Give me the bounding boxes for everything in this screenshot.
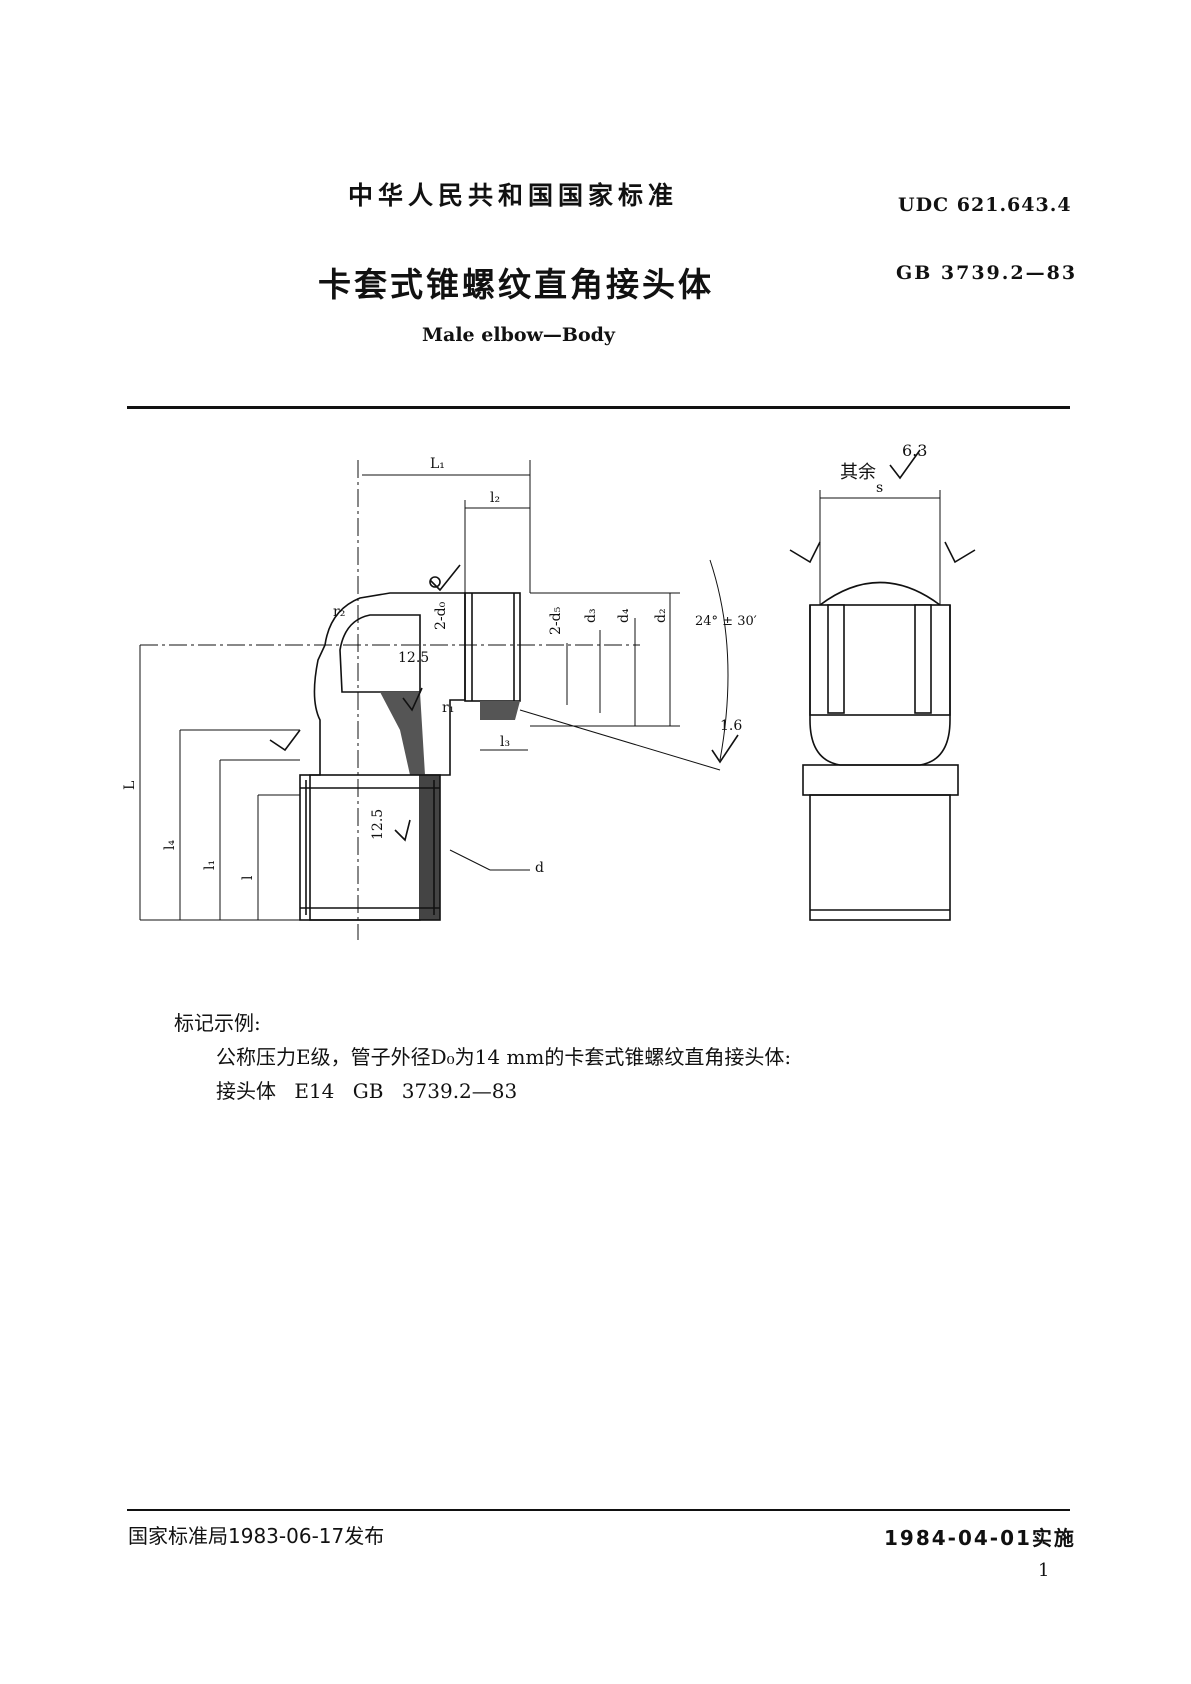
dim-d2: d₂ bbox=[653, 608, 669, 623]
issued-date: 国家标准局1983-06-17发布 bbox=[128, 1524, 385, 1548]
marking-example-code: 接头体 E14 GB 3739.2—83 bbox=[216, 1079, 518, 1103]
dim-d5: 2-d₅ bbox=[548, 606, 564, 635]
udc-code: UDC 621.643.4 bbox=[898, 194, 1072, 216]
document-title: 卡套式锥螺纹直角接头体 bbox=[318, 265, 714, 304]
dim-l: l bbox=[240, 875, 256, 880]
technical-drawing: L₁ l₂ l₃ r₂ r₁ 2-d₀ 2-d₅ d₃ d₄ d₂ 24° ± … bbox=[122, 441, 976, 940]
roughness-1-6: 1.6 bbox=[720, 718, 742, 734]
roughness-rest-value: 6.3 bbox=[902, 441, 927, 460]
dim-d4: d₄ bbox=[616, 608, 632, 623]
roughness-rest-label: 其余 bbox=[840, 462, 876, 483]
header-rule bbox=[127, 406, 1070, 409]
dim-L1: L₁ bbox=[430, 456, 445, 472]
marking-example-description: 公称压力E级，管子外径D₀为14 mm的卡套式锥螺纹直角接头体: bbox=[216, 1045, 792, 1069]
dim-s: s bbox=[876, 480, 883, 496]
document-subtitle-en: Male elbow—Body bbox=[422, 324, 615, 346]
dim-d3: d₃ bbox=[583, 608, 599, 623]
dim-d0: 2-d₀ bbox=[433, 601, 449, 630]
dim-r2: r₂ bbox=[333, 604, 345, 620]
dim-l1: l₁ bbox=[202, 860, 218, 870]
dim-angle: 24° ± 30′ bbox=[695, 614, 757, 629]
gb-standard-code: GB 3739.2—83 bbox=[896, 262, 1078, 284]
roughness-12-5-a: 12.5 bbox=[398, 650, 429, 666]
dim-l3: l₃ bbox=[500, 734, 510, 750]
country-standard-heading: 中华人民共和国国家标准 bbox=[348, 181, 679, 210]
roughness-12-5-b: 12.5 bbox=[370, 809, 386, 840]
page-number: 1 bbox=[1038, 1560, 1050, 1581]
marking-example-label: 标记示例: bbox=[174, 1011, 261, 1035]
dim-l2: l₂ bbox=[490, 490, 500, 506]
footer-rule bbox=[127, 1509, 1070, 1511]
dim-l4: l₄ bbox=[162, 840, 178, 850]
dim-L: L bbox=[122, 781, 138, 790]
dim-r1: r₁ bbox=[442, 700, 454, 716]
effective-date: 1984-04-01实施 bbox=[884, 1526, 1076, 1550]
dim-d: d bbox=[535, 860, 544, 876]
